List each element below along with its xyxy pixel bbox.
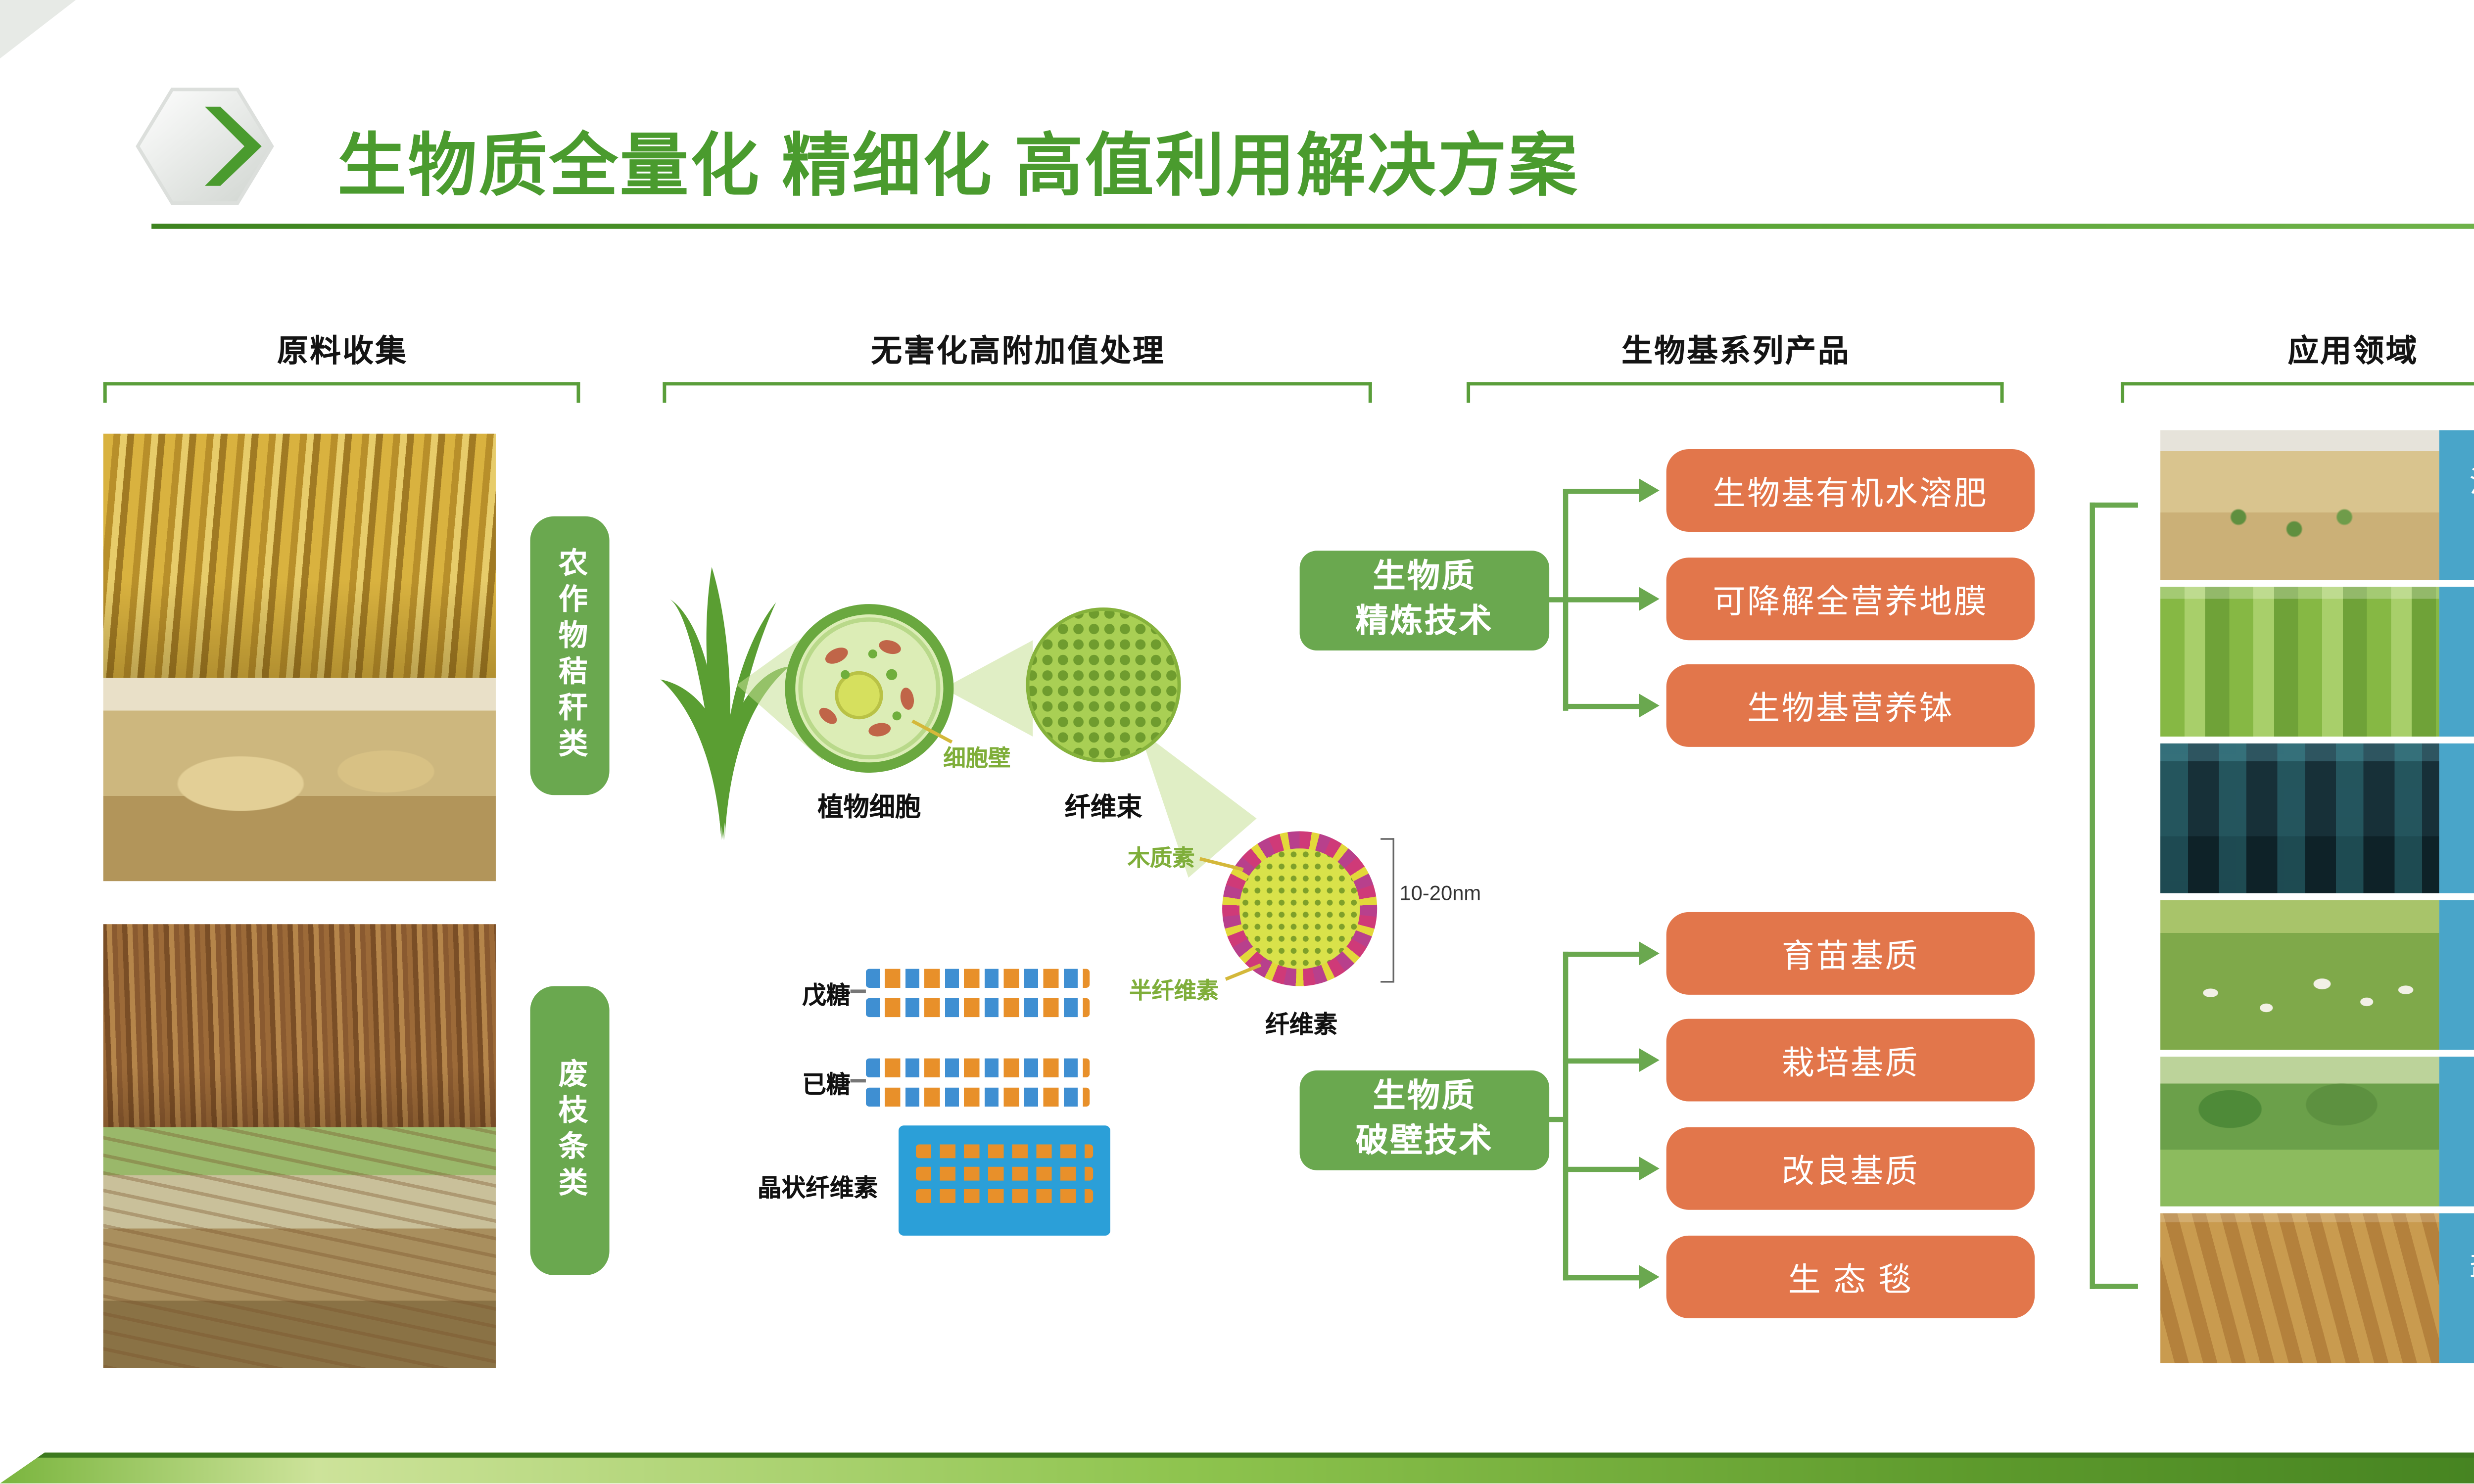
app-photo-landscaping — [2160, 1057, 2439, 1206]
category-label-branches: 废枝条类 — [530, 986, 610, 1275]
connector-line — [1563, 596, 1639, 602]
bracket-applications — [2121, 382, 2474, 403]
connector-line — [1546, 596, 1567, 602]
zoom-cone-2 — [943, 640, 1033, 737]
arrow-icon — [1639, 1265, 1660, 1289]
bracket-processing — [663, 382, 1372, 403]
app-photo-fertility — [2160, 587, 2439, 737]
crystal-chain-row — [915, 1166, 1094, 1181]
tech-box-wall-breaking: 生物质 破壁技术 — [1299, 1070, 1550, 1170]
connector-line — [1563, 1166, 1639, 1171]
pentose-chain-row — [865, 998, 1090, 1018]
product-button-nutrition-bowl: 生物基营养钵 — [1666, 664, 2035, 747]
app-label-saline-soil: 盐碱地 改良 — [2439, 1213, 2474, 1363]
product-button-cultivation-substrate: 栽培基质 — [1666, 1019, 2035, 1102]
plant-illustration — [651, 554, 795, 852]
app-label-agridata: 农业 数据 — [2439, 743, 2474, 893]
lignin-label: 木质素 — [1127, 845, 1195, 871]
arrow-icon — [1639, 587, 1660, 611]
fiber-bundle-diagram — [1024, 606, 1183, 773]
hexose-leader-line — [850, 1079, 866, 1083]
crystal-chain-row — [915, 1144, 1094, 1159]
app-photo-desertification — [2160, 430, 2439, 580]
corner-fold-decoration — [0, 0, 76, 59]
arrow-icon — [1639, 941, 1660, 966]
plant-cell-label: 植物细胞 — [817, 793, 921, 823]
pentose-chain-row — [865, 969, 1090, 988]
crystal-chain-row — [915, 1189, 1094, 1203]
hexagon-bullet-icon — [131, 86, 289, 207]
category-label-straw: 农作物秸秆类 — [530, 516, 610, 795]
applications-bracket-line — [2090, 502, 2095, 1289]
product-button-seedling-substrate: 育苗基质 — [1666, 912, 2035, 995]
hexose-label: 已糖 — [802, 1070, 851, 1098]
tech-box-refining: 生物质 精炼技术 — [1299, 551, 1550, 651]
photo-orchard-pruning — [103, 1127, 496, 1368]
arrow-icon — [1639, 1156, 1660, 1181]
product-button-improved-substrate: 改良基质 — [1666, 1127, 2035, 1210]
cellulose-cross-section — [1222, 831, 1378, 986]
crystalline-cellulose-label: 晶状纤维素 — [757, 1173, 878, 1202]
fiber-bundle-label: 纤维束 — [1064, 793, 1142, 823]
applications-bracket-line — [2090, 502, 2138, 508]
app-label-landscaping: 园林 绿化 — [2439, 1057, 2474, 1206]
cell-wall-label: 细胞壁 — [943, 745, 1011, 771]
section-header-applications: 应用领域 — [2287, 333, 2419, 369]
product-button-degradable-mulch-film: 可降解全营养地膜 — [1666, 557, 2035, 641]
photo-corn-stalks — [103, 433, 496, 678]
photo-straw-bales — [103, 678, 496, 881]
cellulose-core — [1239, 848, 1360, 969]
title-underline — [151, 224, 2474, 229]
bracket-products — [1467, 382, 2004, 403]
page-title: 生物质全量化 精细化 高值利用解决方案 — [337, 129, 1579, 205]
app-label-livestock: 畜牧 养殖 — [2439, 900, 2474, 1050]
pentose-leader-line — [850, 989, 866, 993]
app-label-desertification: 沙漠化 治理 — [2439, 430, 2474, 580]
connector-line — [1563, 1274, 1639, 1280]
section-header-processing: 无害化高附加值处理 — [871, 333, 1166, 369]
photo-dry-branches — [103, 924, 496, 1127]
connector-line — [1546, 1116, 1567, 1121]
section-header-collection: 原料收集 — [277, 333, 408, 369]
cellulose-label: 纤维素 — [1265, 1010, 1338, 1038]
connector-line — [1563, 488, 1639, 493]
connector-line — [1563, 951, 1639, 956]
app-photo-saline-soil — [2160, 1213, 2439, 1363]
connector-line — [1563, 951, 1569, 1280]
app-photo-livestock — [2160, 900, 2439, 1050]
connector-line — [1563, 1057, 1639, 1063]
hemicellulose-label: 半纤维素 — [1129, 977, 1219, 1004]
hexose-chain-row — [865, 1087, 1090, 1107]
hexose-chain-row — [865, 1058, 1090, 1077]
app-photo-agridata — [2160, 743, 2439, 893]
arrow-icon — [1639, 694, 1660, 718]
arrow-icon — [1639, 1048, 1660, 1072]
section-header-products: 生物基系列产品 — [1621, 333, 1851, 369]
applications-bracket-line — [2090, 1284, 2138, 1289]
scale-label: 10-20nm — [1399, 881, 1481, 905]
crystalline-cellulose-diagram — [899, 1125, 1110, 1236]
app-label-fertility: 肥力 提升 — [2439, 587, 2474, 737]
plant-cell-diagram — [783, 603, 955, 783]
scale-bracket — [1380, 838, 1394, 983]
pentose-label: 戊糖 — [802, 981, 851, 1009]
bracket-collection — [103, 382, 580, 403]
product-button-water-soluble-fertilizer: 生物基有机水溶肥 — [1666, 449, 2035, 532]
arrow-icon — [1639, 478, 1660, 503]
product-button-eco-blanket: 生 态 毯 — [1666, 1235, 2035, 1318]
connector-line — [1563, 703, 1639, 708]
bottom-ribbon-decoration — [0, 1452, 2474, 1484]
